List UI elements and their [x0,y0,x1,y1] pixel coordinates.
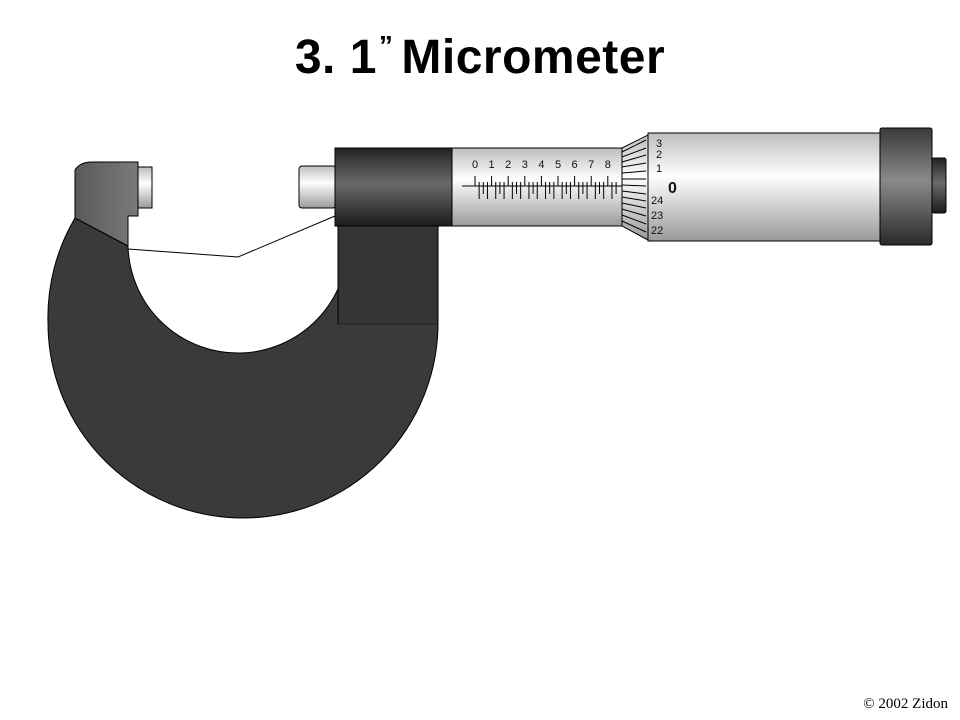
sleeve-label: 5 [555,159,561,171]
sleeve-ticks [474,176,617,199]
title-number: 3. 1 [294,31,377,84]
sleeve-label: 6 [572,159,578,171]
frame-neck [337,221,439,325]
sleeve-label: 4 [538,159,544,171]
sleeve-label: 7 [588,159,594,171]
thimble-tick [621,147,647,158]
thimble-label: 24 [651,195,663,207]
anvil-block [74,161,139,247]
title-word: Micrometer [401,31,666,84]
thimble-label: 23 [651,210,663,222]
thimble-label: 1 [656,163,662,175]
title-inch-mark: ” [378,30,394,61]
thimble-tick [621,202,647,209]
thimble-tick [621,196,647,202]
anvil [137,166,153,209]
thimble-label: 3 [656,138,662,150]
sleeve-label: 8 [605,159,611,171]
thimble-tick [621,139,647,153]
spindle [298,165,337,209]
thimble-index-label: 0 [668,180,677,197]
page-title: 3. 1”Micrometer [0,30,960,85]
thimble[interactable] [647,132,882,242]
thimble-label: 22 [651,225,663,237]
thimble-labels: 32 1 24 23 22 [651,138,663,237]
thimble-tick [621,170,647,174]
thimble-bevel [621,134,649,241]
thimble-tick [621,154,647,163]
thimble-ticks [621,139,647,233]
sleeve-label: 2 [505,159,511,171]
copyright-notice: © 2002 Zidon [863,696,948,712]
ratchet-knob[interactable] [931,157,947,214]
thimble-tick [621,208,647,217]
pointer-line [127,215,336,258]
thimble-tick [621,214,647,225]
thimble-tick [621,162,647,168]
ratchet-cap[interactable] [879,127,933,246]
sleeve-label: 1 [489,159,495,171]
sleeve-label: 3 [522,159,528,171]
thimble-tick [621,184,647,187]
thimble-label: 2 [656,149,662,161]
thimble-tick [621,190,647,195]
thimble-tick [621,220,647,233]
sleeve-label: 0 [472,159,478,171]
lock-nut [334,147,453,227]
